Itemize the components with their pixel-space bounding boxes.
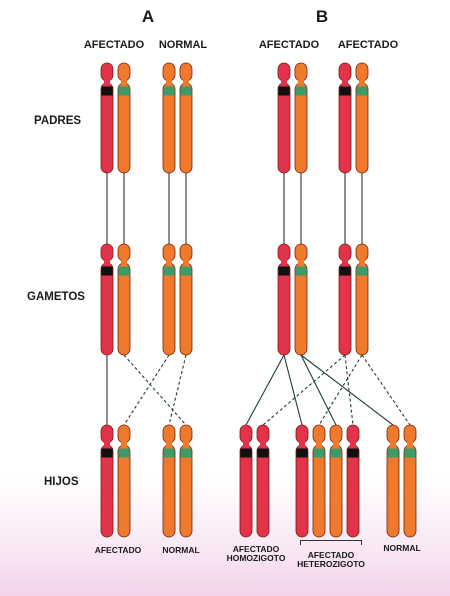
normal-allele-band xyxy=(295,266,307,276)
child-b-heterozygous1-chromosome-left xyxy=(295,424,309,538)
child-a-affected-chromosome-right xyxy=(117,424,131,538)
child-b-heterozygous2-chromosome-left xyxy=(329,424,343,538)
mutant-allele-band xyxy=(240,448,252,458)
mutant-allele-band xyxy=(278,86,290,96)
mutant-allele-band xyxy=(296,448,308,458)
normal-allele-band xyxy=(330,448,342,458)
gamete-a-normal-chromosome-right xyxy=(179,243,193,356)
normal-allele-band xyxy=(118,266,130,276)
parent-b-left-chromosome-right xyxy=(294,62,308,174)
mutant-allele-band xyxy=(101,448,113,458)
gamete-to-child-line-b4 xyxy=(300,354,394,426)
normal-allele-band xyxy=(118,448,130,458)
normal-allele-band xyxy=(118,86,130,96)
gamete-to-child-line-a2 xyxy=(123,354,187,426)
gamete-a-affected-chromosome-right xyxy=(117,243,131,356)
row-label-children: HIJOS xyxy=(44,476,79,488)
panel-b-offspring-heterozygous-label: AFECTADO HETEROZIGOTO xyxy=(297,551,365,569)
panel-a-parent-affected-label: AFECTADO xyxy=(83,39,145,51)
mutant-allele-band xyxy=(101,266,113,276)
gamete-to-child-line-b2 xyxy=(283,354,303,426)
normal-allele-band xyxy=(163,86,175,96)
parent-a-normal-chromosome-left xyxy=(162,62,176,174)
normal-allele-band xyxy=(180,86,192,96)
gamete-b-left-chromosome-right xyxy=(294,243,308,356)
child-b-heterozygous1-chromosome-right xyxy=(312,424,326,538)
normal-allele-band xyxy=(404,448,416,458)
row-label-parents: PADRES xyxy=(34,115,82,127)
gamete-a-normal-chromosome-left xyxy=(162,243,176,356)
normal-allele-band xyxy=(387,448,399,458)
panel-a-parent-normal-label: NORMAL xyxy=(158,39,208,51)
normal-allele-band xyxy=(295,86,307,96)
normal-allele-band xyxy=(180,448,192,458)
panel-b-parent-affected-left-label: AFECTADO xyxy=(258,39,320,51)
parent-a-affected-chromosome-left xyxy=(100,62,114,174)
mutant-allele-band xyxy=(347,448,359,458)
parent-a-normal-chromosome-right xyxy=(179,62,193,174)
child-a-normal-chromosome-right xyxy=(179,424,193,538)
child-a-normal-chromosome-left xyxy=(162,424,176,538)
gamete-to-child-line-b3 xyxy=(300,354,337,426)
mutant-allele-band xyxy=(101,86,113,96)
gamete-b-right-chromosome-right xyxy=(355,243,369,356)
gamete-to-child-line-b1 xyxy=(245,354,285,426)
parent-b-right-chromosome-left xyxy=(338,62,352,174)
gamete-b-right-chromosome-left xyxy=(338,243,352,356)
panel-b-offspring-homozygous-label: AFECTADO HOMOZIGOTO xyxy=(227,545,286,563)
gamete-b-left-chromosome-left xyxy=(277,243,291,356)
gamete-to-child-line-b5 xyxy=(262,354,346,426)
normal-allele-band xyxy=(180,266,192,276)
panel-a-offspring-normal-label: NORMAL xyxy=(162,545,200,555)
homozygous-label-line1: AFECTADO xyxy=(232,544,280,554)
chromosomes xyxy=(100,62,417,538)
panel-b-letter: B xyxy=(315,7,329,26)
normal-allele-band xyxy=(356,266,368,276)
child-b-normal-chromosome-right xyxy=(403,424,417,538)
normal-allele-band xyxy=(163,448,175,458)
panel-b-offspring-normal-label: NORMAL xyxy=(383,543,421,553)
mutant-allele-band xyxy=(257,448,269,458)
child-b-normal-chromosome-left xyxy=(386,424,400,538)
gamete-to-child-line-a3 xyxy=(123,354,170,426)
mutant-allele-band xyxy=(339,86,351,96)
heterozygous-label-line1: AFECTADO xyxy=(307,550,355,560)
child-b-heterozygous2-chromosome-right xyxy=(346,424,360,538)
parent-b-left-chromosome-left xyxy=(277,62,291,174)
panel-a-letter: A xyxy=(141,7,155,26)
gamete-to-child-line-b7 xyxy=(318,354,363,426)
mutant-allele-band xyxy=(339,266,351,276)
child-b-homozygous-chromosome-left xyxy=(239,424,253,538)
gamete-a-affected-chromosome-left xyxy=(100,243,114,356)
normal-allele-band xyxy=(313,448,325,458)
mutant-allele-band xyxy=(278,266,290,276)
inheritance-lines xyxy=(106,173,411,426)
normal-allele-band xyxy=(356,86,368,96)
homozygous-label-line2: HOMOZIGOTO xyxy=(226,552,286,563)
row-label-gametes: GAMETOS xyxy=(27,291,85,303)
parent-a-affected-chromosome-right xyxy=(117,62,131,174)
child-b-homozygous-chromosome-right xyxy=(256,424,270,538)
parent-b-right-chromosome-right xyxy=(355,62,369,174)
heterozygous-label-line2: HETEROZIGOTO xyxy=(297,558,365,569)
panel-b-parent-affected-right-label: AFECTADO xyxy=(337,39,399,51)
normal-allele-band xyxy=(163,266,175,276)
child-a-affected-chromosome-left xyxy=(100,424,114,538)
gamete-to-child-line-b8 xyxy=(361,354,411,426)
gamete-to-child-line-b6 xyxy=(344,354,354,426)
panel-a-offspring-affected-label: AFECTADO xyxy=(94,545,142,555)
heterozygous-brace xyxy=(300,540,362,545)
gamete-to-child-line-a4 xyxy=(168,354,187,426)
